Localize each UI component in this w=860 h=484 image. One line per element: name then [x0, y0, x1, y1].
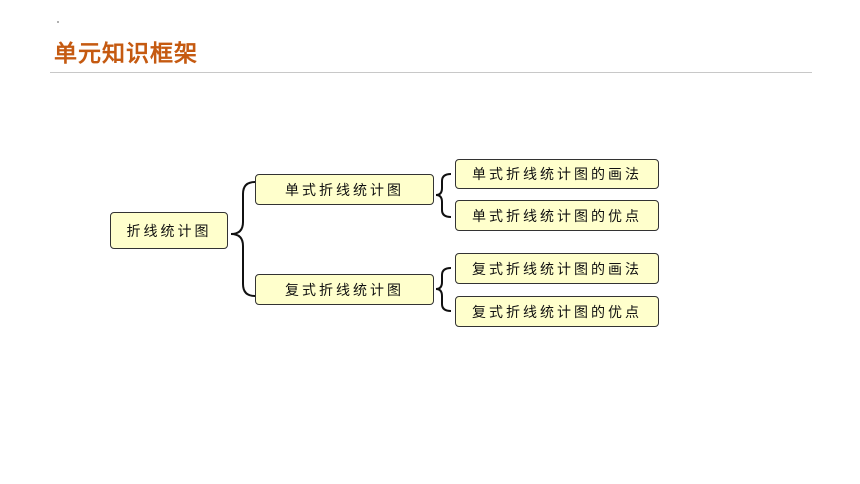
branch-node-multi: 复式折线统计图 — [255, 274, 434, 305]
branch-2-brace — [435, 267, 452, 312]
root-brace — [230, 181, 256, 297]
decorative-dot — [57, 21, 59, 23]
leaf-node-multi-drawing: 复式折线统计图的画法 — [455, 253, 659, 284]
root-node: 折线统计图 — [110, 212, 228, 249]
page-title: 单元知识框架 — [54, 41, 198, 67]
branch-node-single: 单式折线统计图 — [255, 174, 434, 205]
leaf-node-multi-advantage: 复式折线统计图的优点 — [455, 296, 659, 327]
leaf-node-single-drawing: 单式折线统计图的画法 — [455, 159, 659, 189]
title-divider — [50, 72, 812, 73]
leaf-node-single-advantage: 单式折线统计图的优点 — [455, 200, 659, 231]
branch-1-brace — [435, 173, 452, 218]
